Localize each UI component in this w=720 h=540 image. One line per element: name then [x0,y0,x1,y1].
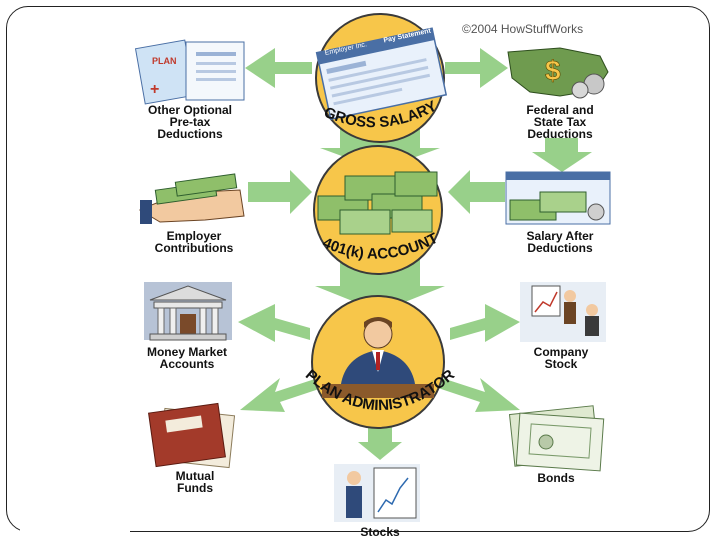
arrow-admin-to-company-stock [450,304,520,342]
label-bonds: Bonds [537,471,575,485]
arrow-after-to-401k [448,170,505,214]
administrator-person-icon [322,317,434,398]
hub-plan-administrator: PLAN ADMINISTRATOR [302,295,458,429]
plan-document-icon: PLAN + [134,39,245,105]
arrow-admin-to-bonds [438,378,520,412]
bank-building-icon [144,282,232,341]
arrow-gross-to-other-optional [245,48,312,88]
label-company-stock: Company Stock [533,345,589,371]
arrow-admin-to-stocks [358,422,402,460]
arrow-admin-to-money-market [238,304,310,342]
hub-gross-salary: Employer Inc. Pay Statement GROSS SALARY [315,13,448,143]
arrow-employer-to-401k [248,170,312,214]
pay-statement-icon [315,27,448,121]
stocks-presenter-icon [334,464,420,522]
copyright-text: ©2004 HowStuffWorks [462,22,584,36]
folder-documents-icon [148,402,236,469]
label-other-optional: Other Optional Pre-tax Deductions [148,103,232,141]
svg-text:$: $ [545,55,561,86]
arrows [238,48,592,460]
arrow-gross-to-tax [445,48,508,88]
label-salary-after-deductions: Salary After Deductions [526,229,594,255]
slide-frame [6,6,710,532]
salary-after-icon [505,171,611,225]
label-employer-contributions: Employer Contributions [154,229,234,255]
meeting-chart-icon [520,282,606,342]
svg-text:PLAN: PLAN [152,56,177,66]
arrow-tax-to-after [532,138,592,172]
label-money-market: Money Market Accounts [146,345,228,371]
label-federal-state-tax: Federal and State Tax Deductions [526,103,594,141]
svg-text:+: + [150,81,159,98]
hub-401k-account: 401(k) ACCOUNT [313,145,443,275]
cash-stack-icon [317,171,438,235]
bonds-certificate-icon [508,405,605,472]
arrow-401k-to-admin [315,258,445,312]
label-stocks: Stocks [360,525,400,539]
hand-cash-icon [138,173,245,224]
frame-gap [20,528,130,538]
arrow-admin-to-mutual-funds [240,378,322,412]
label-mutual-funds: Mutual Funds [175,469,215,495]
us-map-dollar-icon: $ [507,47,609,99]
